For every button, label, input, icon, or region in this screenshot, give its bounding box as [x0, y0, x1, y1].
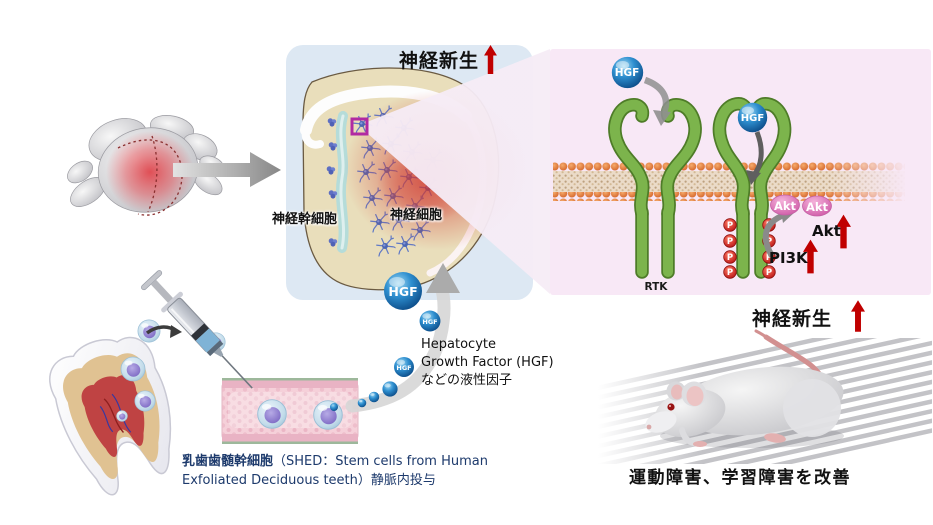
mouse-brain-illustration	[67, 115, 225, 216]
svg-text:P: P	[727, 237, 733, 247]
tooth-pulp	[81, 375, 145, 457]
hgf-ball-free-label: HGF	[615, 67, 640, 79]
syringe-needle	[221, 355, 253, 389]
up-arrow-result	[851, 300, 865, 332]
injury-spot	[106, 131, 194, 213]
neurogenesis-title: 神経新生	[399, 50, 480, 72]
pathway-panel: HGF HGF P P P P P P P P Akt Akt R	[550, 49, 931, 295]
svg-text:P: P	[766, 268, 772, 278]
arrow-trail-head	[426, 263, 460, 293]
shed-cell	[134, 390, 156, 412]
zoom-cone	[367, 49, 550, 294]
hgf-caption-line2: Growth Factor (HGF)	[421, 355, 554, 370]
arrow-pi3k-to-akt	[762, 212, 786, 258]
shed-cell	[120, 356, 146, 382]
hgf-ball-bound-label: HGF	[741, 113, 764, 124]
akt-label: Akt	[812, 222, 841, 240]
hgf-trail: HGF HGF HGF	[345, 263, 460, 413]
result-neurogenesis-title: 神経新生	[752, 308, 833, 330]
svg-text:P: P	[727, 221, 733, 231]
mouse	[645, 329, 844, 448]
svg-text:P: P	[727, 253, 733, 263]
injection-caption: 乳歯歯髄幹細胞（SHED：Stem cells from Human Exfol…	[182, 452, 488, 490]
shed-bold-term: 乳歯歯髄幹細胞	[182, 454, 274, 469]
svg-text:P: P	[727, 268, 733, 278]
rtk-label: RTK	[645, 281, 669, 293]
shed-cell-in-vessel	[313, 400, 343, 430]
arrow-brain-to-section	[173, 152, 281, 187]
svg-text:HGF: HGF	[396, 364, 411, 372]
mouse-eye	[667, 403, 675, 411]
hgf-caption-line3: などの液性因子	[421, 373, 513, 388]
akt-oval-label: Akt	[774, 199, 797, 213]
pi3k-label: PI3K	[769, 249, 808, 267]
hgf-caption-line1: Hepatocyte	[421, 337, 496, 352]
akt-ovals: Akt Akt	[770, 194, 832, 217]
svg-text:HGF: HGF	[388, 284, 417, 299]
blood-vessel	[221, 378, 359, 444]
neuron-label: 神経細胞	[390, 208, 443, 223]
outcome-caption: 運動障害、学習障害を改善	[629, 468, 851, 488]
svg-text:P: P	[766, 253, 772, 263]
syringe	[141, 270, 253, 389]
injection-caption-line2: Exfoliated Deciduous teeth）静脈内投与	[182, 473, 436, 488]
shed-cell-in-vessel	[257, 399, 287, 429]
shed-cell	[116, 410, 128, 422]
stem-cell-label: 神経幹細胞	[272, 212, 338, 227]
svg-text:HGF: HGF	[422, 318, 437, 326]
tooth-illustration	[49, 336, 172, 496]
zoom-square	[350, 117, 369, 136]
arrow-hgf-to-receptor	[643, 76, 670, 114]
injection-caption-line1: 乳歯歯髄幹細胞（SHED：Stem cells from Human	[182, 454, 488, 469]
akt-oval-label: Akt	[806, 200, 829, 214]
hgf-caption: Hepatocyte Growth Factor (HGF) などの液性因子	[421, 336, 554, 390]
